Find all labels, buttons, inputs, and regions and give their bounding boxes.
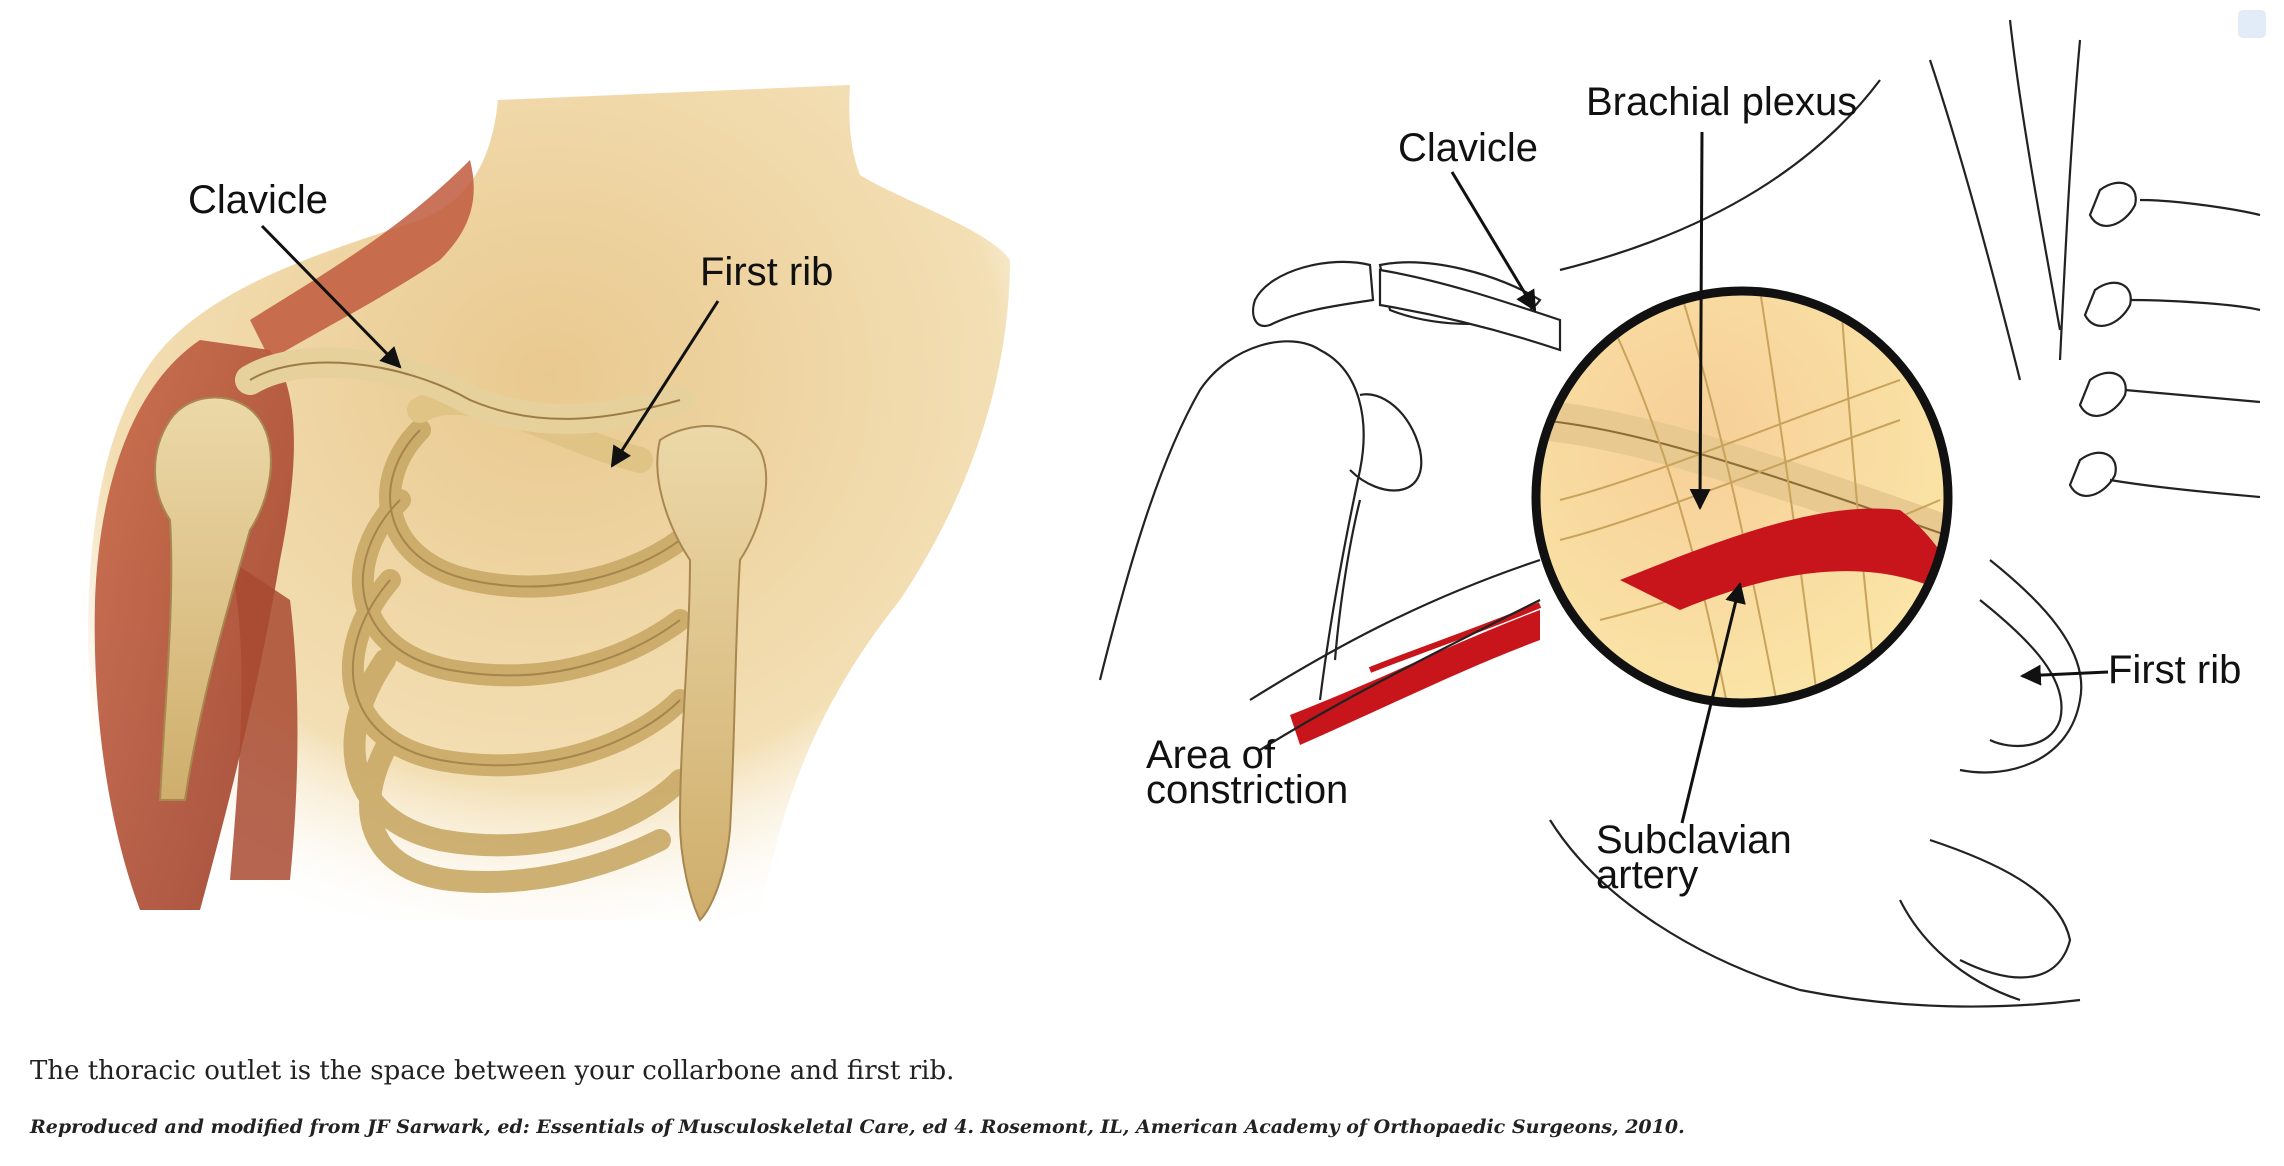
arm-muscle-lower: [230, 560, 298, 880]
left-clavicle-label: Clavicle: [188, 178, 329, 222]
shoulder-outline: [1098, 340, 1365, 701]
subclavian-artery: [1620, 508, 1948, 610]
subclavian-artery-label-line2: artery: [1596, 853, 1699, 897]
trapezius-muscle: [250, 160, 474, 360]
first-rib-arrow-right: [2019, 664, 2109, 686]
sternum: [656, 425, 768, 922]
left-first-rib-label: First rib: [700, 250, 834, 294]
anatomy-illustration: [88, 19, 2261, 1008]
first-rib-arrow-left: [610, 300, 720, 468]
right-first-rib-label: First rib: [2108, 648, 2242, 692]
right-clavicle-label: Clavicle: [1398, 126, 1539, 170]
humerus: [154, 396, 272, 801]
figure-caption: The thoracic outlet is the space between…: [30, 1056, 955, 1086]
subclavian-artery-label-line1: Subclavian: [1596, 818, 1792, 862]
magnifier-lens: [1536, 291, 1948, 703]
brachial-plexus-arrow: [1689, 131, 1711, 511]
artery-outside: [1290, 610, 1540, 745]
clavicle-right: [1378, 268, 1562, 352]
brachial-plexus-label: Brachial plexus: [1586, 80, 1858, 124]
clavicle-arrow-left: [260, 224, 402, 369]
right-anatomy-figure: [1098, 19, 2261, 1008]
area-of-constriction-label-line1: Area of: [1146, 733, 1275, 777]
figure-credit: Reproduced and modified from JF Sarwark,…: [30, 1116, 1685, 1138]
clavicle-arrow-right: [1450, 171, 1537, 312]
cervical-vertebrae: [2068, 181, 2137, 497]
magnifier-ring: [1531, 286, 1953, 708]
right-first-rib-outline: [1979, 599, 2063, 748]
subclavian-arrow: [1680, 581, 1746, 824]
left-anatomy-figure: [88, 85, 1011, 922]
corner-marker: [2238, 10, 2266, 38]
area-of-constriction-label-line2: constriction: [1146, 768, 1349, 812]
